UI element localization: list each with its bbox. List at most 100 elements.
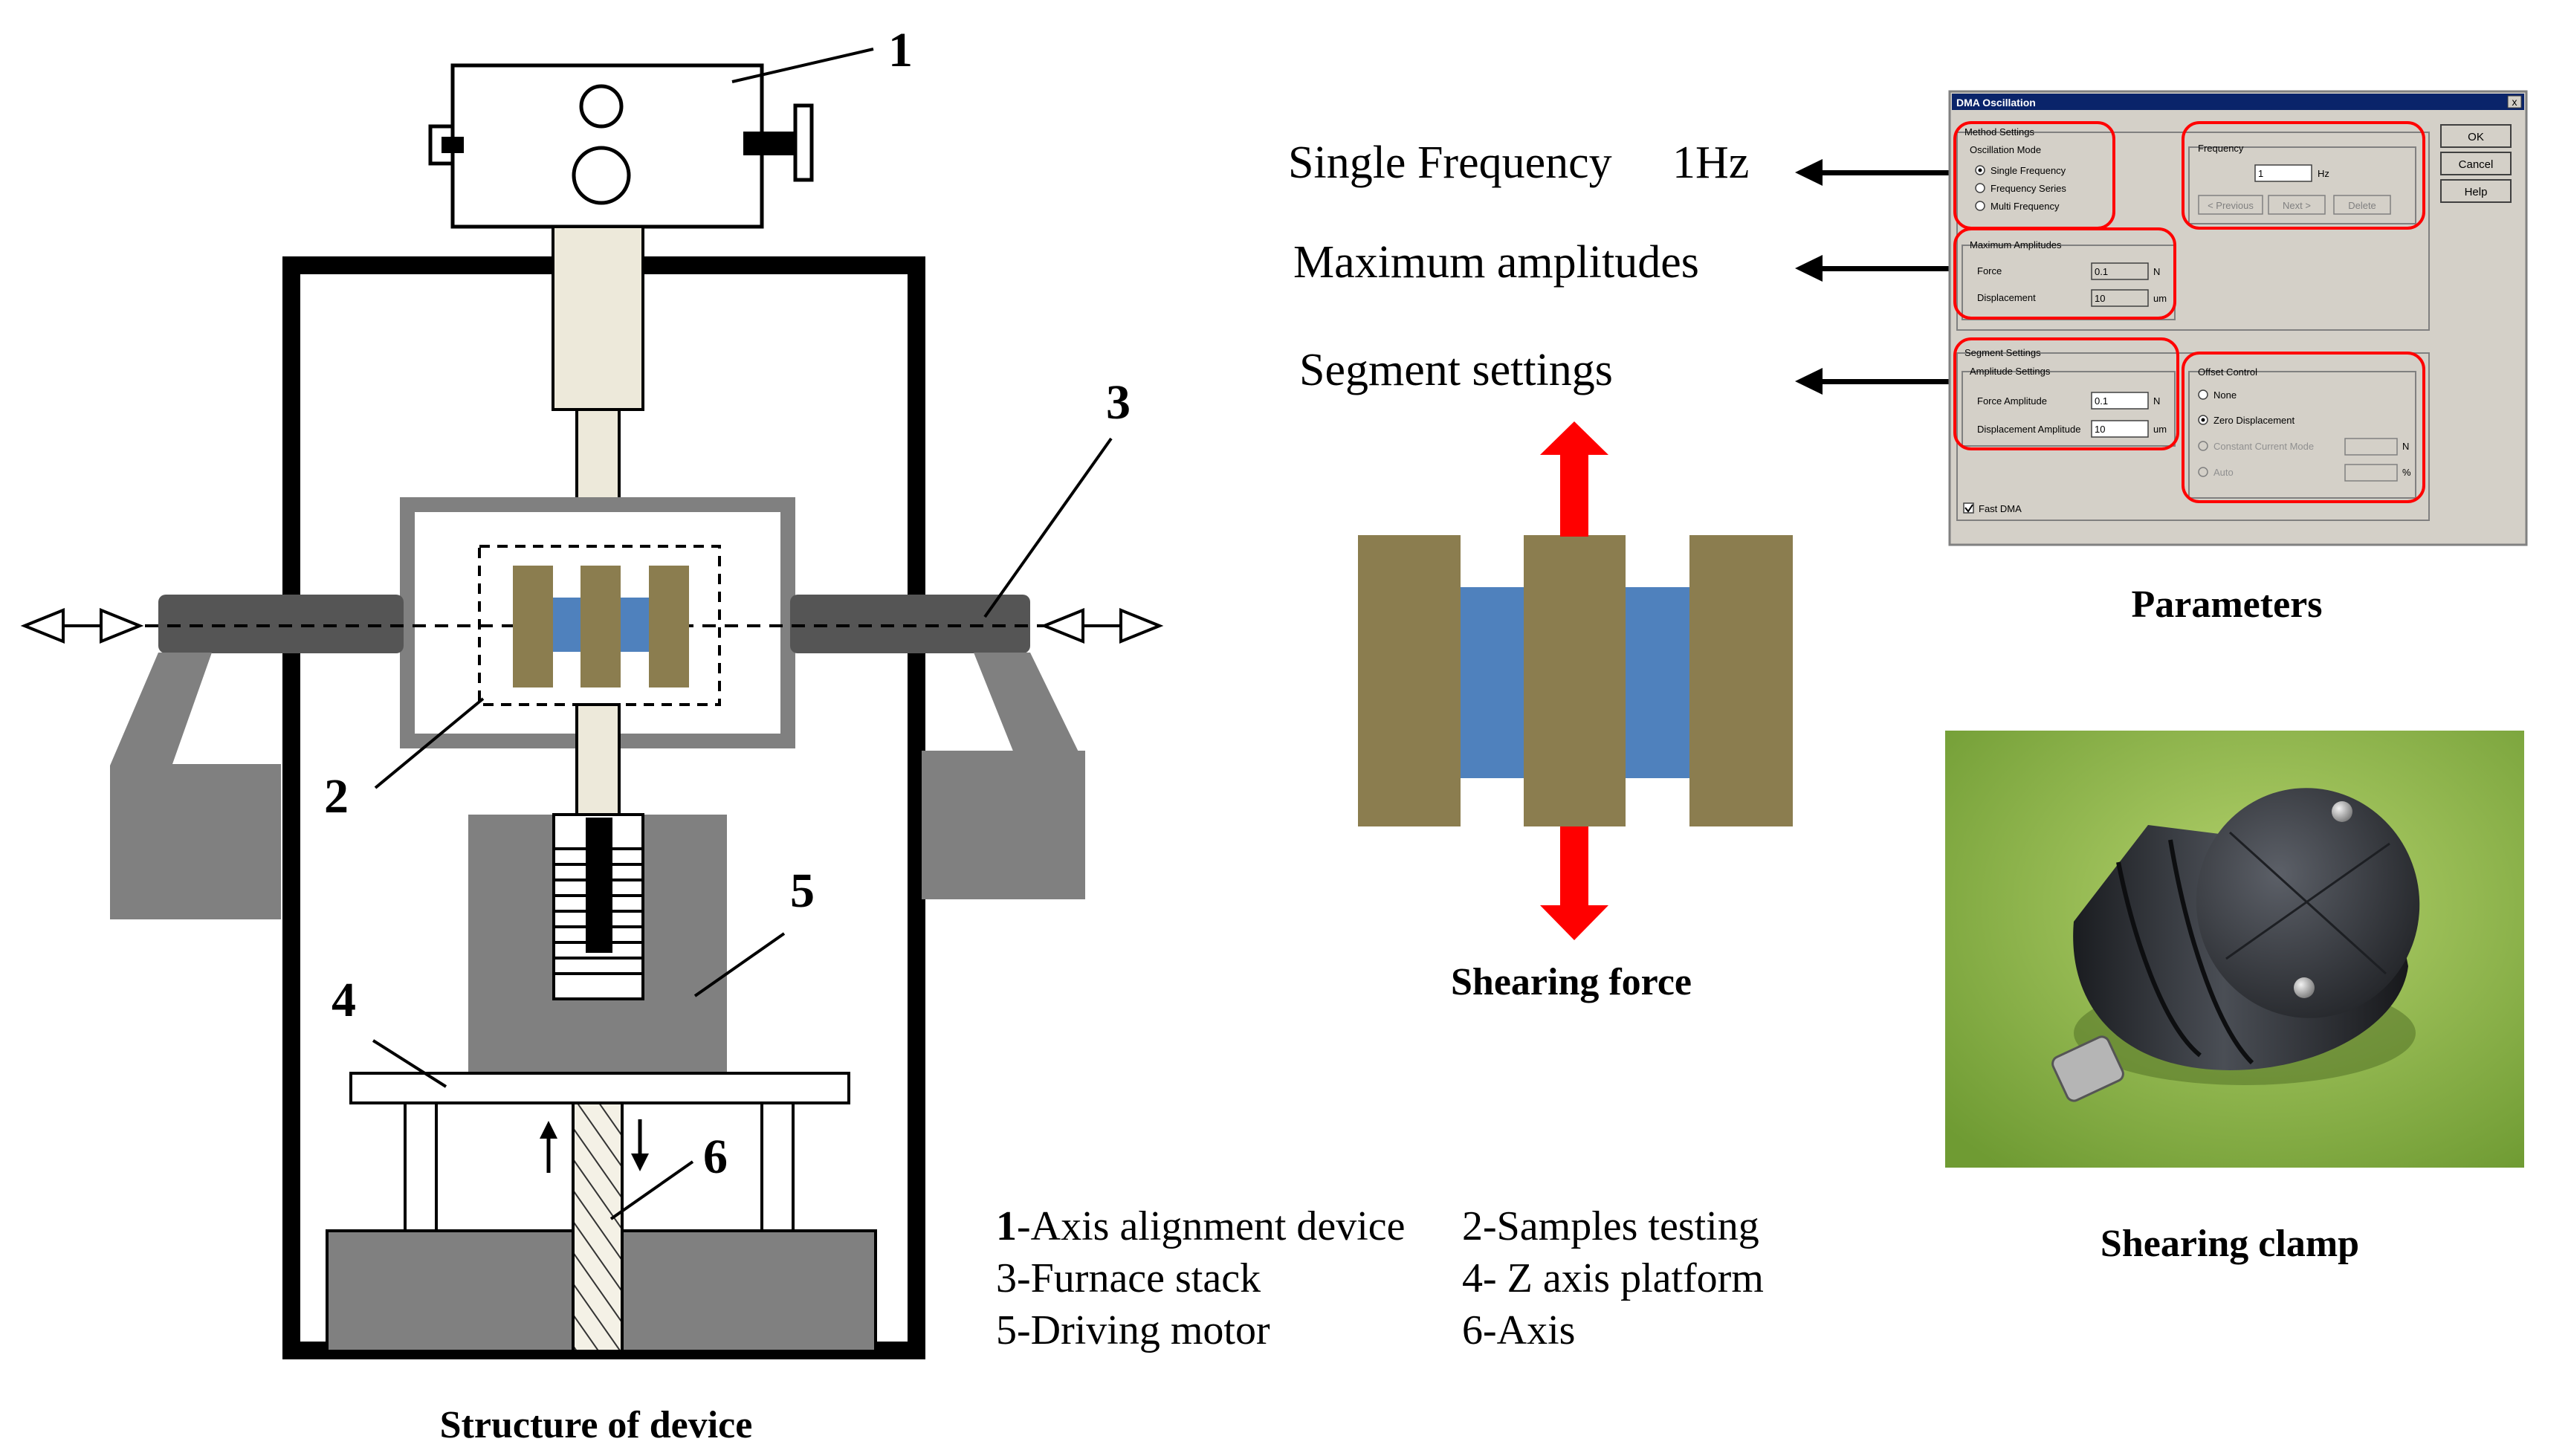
radio-multi-frequency[interactable]: [1975, 201, 1985, 211]
offset-control-group: [2188, 371, 2416, 499]
legend-item-3: 3-Furnace stack: [996, 1255, 1261, 1301]
callout-3: 3: [1106, 375, 1131, 430]
shear-up-arrow-icon: [1540, 421, 1608, 537]
platform-leg-right: [760, 1101, 795, 1232]
device-structure: 1 3 2 5 4 6 Structure of device: [20, 23, 1164, 1446]
frequency-value: 1: [2258, 168, 2263, 179]
previous-button[interactable]: [2198, 195, 2263, 215]
upper-shaft: [552, 225, 644, 411]
close-icon: x: [2512, 96, 2517, 108]
coupling-core: [586, 818, 612, 953]
shear-plate-left: [1358, 535, 1461, 826]
clamp-plate-left: [513, 566, 553, 687]
platform-leg-left: [404, 1101, 438, 1232]
oscillation-mode-label: Oscillation Mode: [1970, 144, 2041, 155]
up-arrow-icon: [540, 1121, 557, 1173]
radio-offset-none[interactable]: [2198, 389, 2208, 400]
legend: 1-Axis alignment device 2-Samples testin…: [996, 1203, 1764, 1353]
segment-settings-dialog-label: Segment Settings: [1964, 347, 2041, 358]
radio-frequency-series[interactable]: [1975, 183, 1985, 193]
callout-4: 4: [332, 973, 356, 1027]
face-screw-top: [2332, 801, 2352, 822]
ok-button-label: OK: [2468, 131, 2484, 143]
red-highlights: [1953, 121, 2425, 503]
right-base-block: [922, 751, 1085, 899]
dialog-close-button[interactable]: [2507, 95, 2522, 109]
auto-input[interactable]: [2344, 464, 2398, 482]
radio-dot: [1978, 168, 1982, 172]
force-amplitude-label: Force Amplitude: [1977, 395, 2047, 407]
offset-option-zero-displacement: Zero Displacement: [2213, 415, 2295, 426]
help-button[interactable]: [2440, 179, 2512, 203]
down-arrow-icon: [631, 1119, 649, 1171]
force-amplitude-input[interactable]: [2091, 392, 2149, 410]
pointer-arrows: [1795, 159, 1959, 395]
legend-item-4: 4- Z axis platform: [1462, 1255, 1764, 1301]
option-multi-frequency: Multi Frequency: [1990, 201, 2060, 212]
next-button[interactable]: [2268, 195, 2326, 215]
auto-unit: %: [2402, 467, 2411, 478]
cancel-button[interactable]: [2440, 152, 2512, 175]
shear-plate-right: [1689, 535, 1793, 826]
face-screw-bottom: [2294, 977, 2315, 998]
previous-button-label: < Previous: [2208, 200, 2254, 211]
right-handle-knob: [793, 103, 814, 182]
ok-button[interactable]: [2440, 124, 2512, 148]
face-line-1: [2228, 831, 2387, 975]
single-frequency-value: 1Hz: [1672, 137, 1749, 188]
left-support-arm: [110, 653, 281, 773]
right-rail: [790, 595, 1030, 653]
maximum-amplitudes-label: Maximum amplitudes: [1293, 237, 1699, 288]
callout-2: 2: [324, 769, 349, 824]
offset-option-none: None: [2213, 389, 2237, 401]
help-button-label: Help: [2465, 186, 2488, 198]
callout-5: 5: [790, 864, 815, 918]
displacement-label: Displacement: [1977, 292, 2036, 303]
legend-item-1: 1-Axis alignment device: [996, 1203, 1406, 1249]
left-rail: [158, 595, 404, 653]
clamp-plate-right: [649, 566, 689, 687]
frequency-label: Frequency: [2198, 143, 2244, 154]
device-caption: Structure of device: [440, 1404, 753, 1446]
radio-constant-current[interactable]: [2198, 441, 2208, 451]
force-input[interactable]: [2091, 262, 2149, 280]
clamp-caption: Shearing clamp: [2101, 1223, 2359, 1265]
offset-option-constant-current: Constant Current Mode: [2213, 441, 2314, 452]
delete-button[interactable]: [2333, 195, 2391, 215]
displacement-amplitude-label: Displacement Amplitude: [1977, 424, 2080, 435]
legend-item-2: 2-Samples testing: [1462, 1203, 1759, 1249]
alignment-knob-large: [572, 146, 631, 205]
parameter-annotations: Single Frequency 1Hz Maximum amplitudes …: [1288, 137, 1749, 395]
right-double-arrow-icon: [1040, 608, 1164, 644]
knurled-screw: [2051, 1035, 2124, 1102]
force-unit: N: [2153, 266, 2160, 277]
single-frequency-label: Single Frequency: [1288, 137, 1612, 188]
shearing-clamp-photo: Shearing clamp: [1945, 731, 2524, 1265]
force-value: 0.1: [2095, 266, 2108, 277]
radio-auto[interactable]: [2198, 467, 2208, 477]
left-double-arrow-icon: [20, 608, 144, 644]
left-base-block: [110, 771, 281, 919]
threaded-axis: [572, 1101, 624, 1353]
clamp-plate-middle: [581, 566, 621, 687]
displacement-input[interactable]: [2091, 289, 2149, 307]
amplitude-settings-label: Amplitude Settings: [1970, 366, 2051, 377]
clamp-groove-1: [2116, 861, 2202, 1058]
fast-dma-checkbox[interactable]: [1963, 502, 1974, 514]
check-icon: [1964, 504, 1973, 513]
right-support-arm: [922, 653, 1085, 773]
force-amplitude-value: 0.1: [2095, 395, 2108, 407]
force-amplitude-unit: N: [2153, 395, 2160, 407]
shearing-force-caption: Shearing force: [1451, 961, 1692, 1003]
segment-settings-label: Segment settings: [1299, 345, 1613, 395]
shear-down-arrow-icon: [1540, 826, 1608, 940]
displacement-amplitude-unit: um: [2153, 424, 2167, 435]
frequency-input[interactable]: [2254, 164, 2312, 182]
displacement-unit: um: [2153, 293, 2167, 304]
right-handle-bar: [743, 132, 801, 155]
constant-current-input[interactable]: [2344, 438, 2398, 456]
dialog-title-bar: [1952, 94, 2524, 110]
legend-item-5: 5-Driving motor: [996, 1307, 1270, 1353]
displacement-amplitude-input[interactable]: [2091, 420, 2149, 438]
